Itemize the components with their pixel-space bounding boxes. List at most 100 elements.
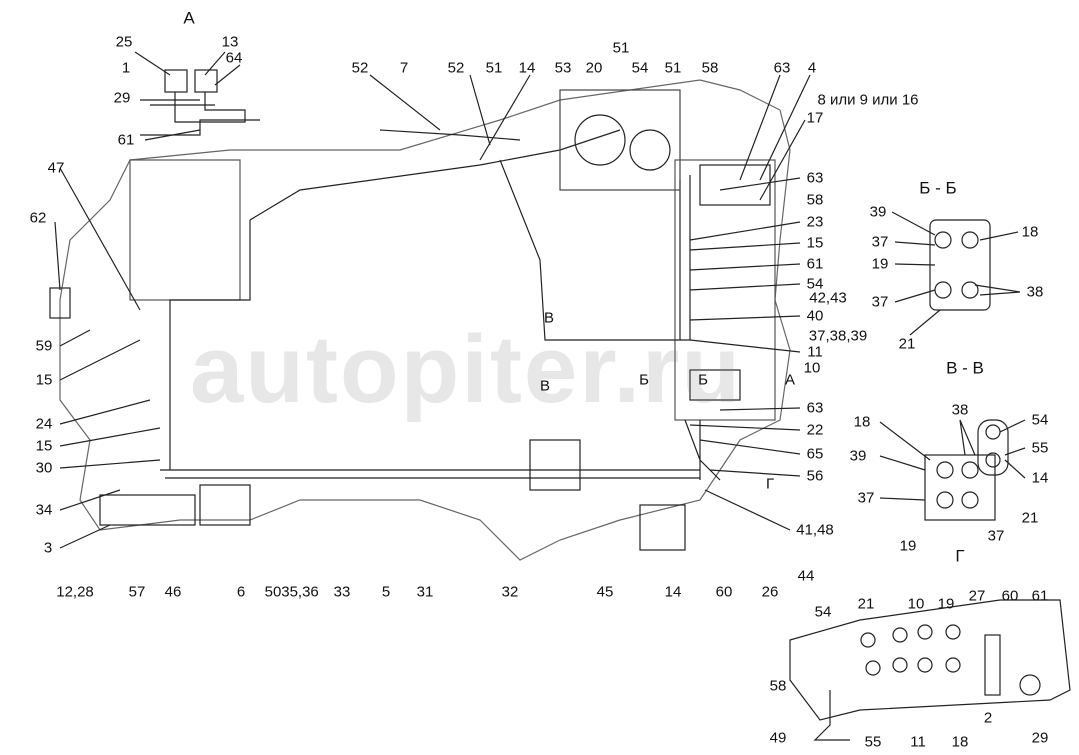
callout-label: А — [784, 371, 796, 389]
callout-label: 20 — [585, 59, 603, 77]
callout-label: 34 — [35, 501, 53, 519]
section-title-bb: Б - Б — [919, 178, 957, 198]
callout-label: 18 — [1021, 223, 1039, 241]
callout-label: 12,28 — [56, 583, 94, 601]
callout-label: 13 — [221, 33, 239, 51]
callout-label: 15 — [35, 437, 53, 455]
callout-label: 51 — [664, 59, 682, 77]
callout-label: 14 — [1031, 469, 1049, 487]
callout-label: 61 — [117, 131, 135, 149]
callout-label: 54 — [806, 275, 824, 293]
callout-label: 58 — [701, 59, 719, 77]
callout-label: 44 — [797, 567, 815, 585]
callout-label: 58 — [769, 677, 787, 695]
callout-label: 45 — [596, 583, 614, 601]
callout-label: 19 — [871, 255, 889, 273]
callout-label: 18 — [951, 733, 969, 751]
callout-label: 56 — [806, 467, 824, 485]
callout-label: 55 — [1031, 439, 1049, 457]
callout-label: 35,36 — [281, 583, 319, 601]
callout-label: 8 или 9 или 16 — [817, 91, 919, 109]
callout-label: 18 — [853, 413, 871, 431]
callout-label: 5 — [381, 583, 391, 601]
callout-label: 63 — [806, 399, 824, 417]
callout-label: 61 — [1031, 587, 1049, 605]
callout-label: Г — [765, 475, 775, 493]
callout-label: 40 — [806, 307, 824, 325]
callout-label: 37 — [987, 527, 1005, 545]
callout-label: 38 — [1026, 283, 1044, 301]
callout-label: 14 — [518, 59, 536, 77]
callout-label: 59 — [35, 337, 53, 355]
callout-label: 29 — [1031, 729, 1049, 747]
callout-label: 51 — [612, 39, 630, 57]
callout-label: 37 — [871, 233, 889, 251]
callout-label: 30 — [35, 459, 53, 477]
section-title-g: Г — [955, 546, 965, 566]
callout-label: 21 — [898, 335, 916, 353]
callout-label: 14 — [664, 583, 682, 601]
callout-label: 7 — [399, 59, 409, 77]
callout-label: 54 — [631, 59, 649, 77]
callout-label: 54 — [1031, 411, 1049, 429]
callout-label: 25 — [115, 33, 133, 51]
callout-label: 38 — [951, 401, 969, 419]
section-title-a: А — [183, 8, 195, 28]
callout-label: 22 — [806, 421, 824, 439]
callout-label: 52 — [351, 59, 369, 77]
callout-label: 3 — [43, 539, 53, 557]
callout-label: 63 — [806, 169, 824, 187]
callout-label: 39 — [869, 203, 887, 221]
callout-label: 10 — [803, 359, 821, 377]
callout-label: 32 — [501, 583, 519, 601]
callout-label: 21 — [857, 595, 875, 613]
callout-label: 39 — [849, 447, 867, 465]
callout-label: 57 — [128, 583, 146, 601]
callout-label: 23 — [806, 213, 824, 231]
section-title-vv: В - В — [946, 358, 984, 378]
callout-label: 52 — [447, 59, 465, 77]
callout-label: 60 — [1001, 587, 1019, 605]
callout-label: 55 — [864, 733, 882, 751]
callout-label: 61 — [806, 255, 824, 273]
callout-label: 33 — [333, 583, 351, 601]
callout-label: 6 — [236, 583, 246, 601]
callout-label: 51 — [485, 59, 503, 77]
callout-label: 19 — [899, 537, 917, 555]
callout-label: 37,38,39 — [808, 327, 868, 345]
callout-label: 60 — [715, 583, 733, 601]
callout-label: 53 — [554, 59, 572, 77]
callout-label: 37 — [857, 489, 875, 507]
callout-label: 11 — [910, 733, 926, 751]
callout-label: 65 — [806, 445, 824, 463]
callout-label: 26 — [761, 583, 779, 601]
callout-label: 10 — [907, 595, 925, 613]
callout-label: 50 — [264, 583, 282, 601]
callout-label: 21 — [1021, 509, 1039, 527]
callout-label: 11 — [807, 343, 823, 361]
callout-label: 17 — [806, 109, 824, 127]
callout-label: 4 — [807, 59, 817, 77]
callout-label: 15 — [806, 234, 824, 252]
callout-label: 15 — [35, 371, 53, 389]
callout-label: 58 — [806, 191, 824, 209]
callout-label: 27 — [968, 587, 986, 605]
callout-label: 37 — [871, 293, 889, 311]
callout-label: 24 — [35, 415, 53, 433]
callout-label: 62 — [29, 209, 47, 227]
callout-label: 47 — [47, 159, 65, 177]
callout-label: Б — [639, 371, 649, 389]
callout-label: 29 — [113, 89, 131, 107]
callout-label: 41,48 — [796, 521, 834, 539]
callout-label: 49 — [769, 729, 787, 747]
callout-label: В — [539, 377, 551, 395]
callout-label: 19 — [937, 595, 955, 613]
callout-label: 46 — [164, 583, 182, 601]
callout-label: 63 — [773, 59, 791, 77]
watermark: autopiter.ru — [190, 316, 743, 423]
callout-label: 64 — [225, 49, 243, 67]
callout-label: 1 — [121, 59, 131, 77]
callout-label: Б — [698, 371, 708, 389]
